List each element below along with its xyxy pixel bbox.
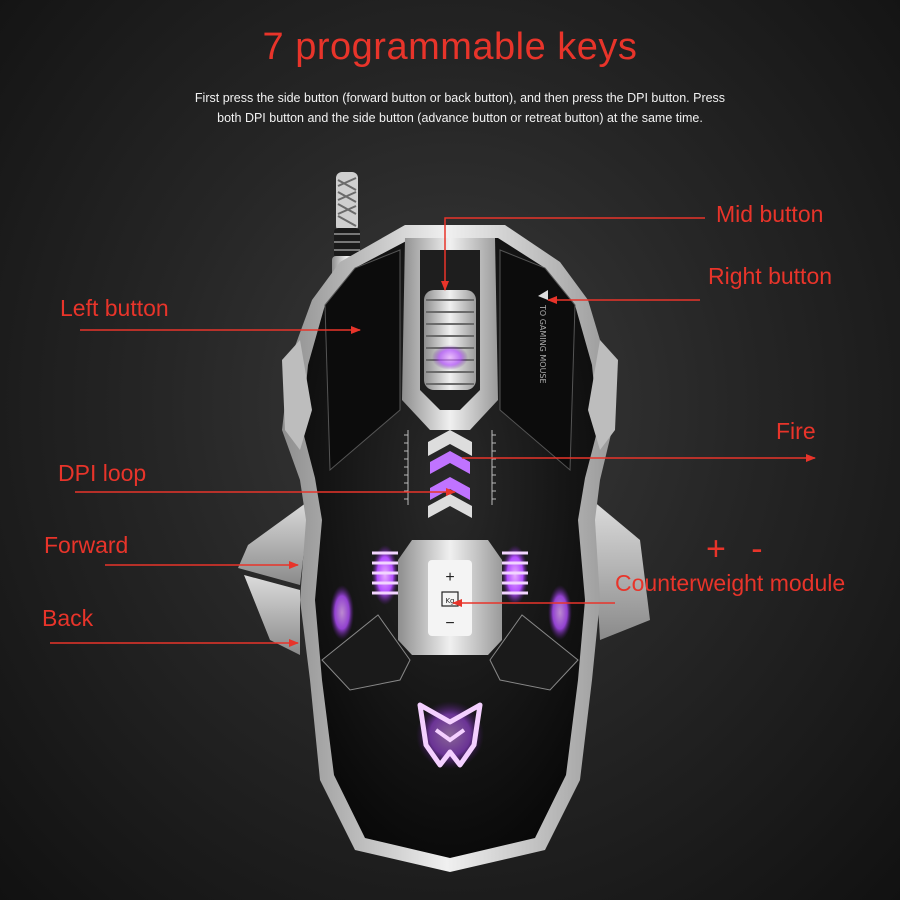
spring-left: [372, 545, 398, 605]
label-mid-button: Mid button: [716, 201, 824, 227]
annotation-lines: [50, 217, 816, 647]
label-forward: Forward: [44, 532, 129, 558]
weight-icon: Kg: [445, 597, 454, 605]
counterweight-module: + Kg −: [398, 540, 502, 655]
side-wing-right: [592, 500, 650, 640]
label-dpi-loop: DPI loop: [58, 460, 147, 486]
brand-logo: [416, 701, 484, 769]
spring-right: [502, 545, 528, 605]
label-fire: Fire: [776, 418, 816, 444]
mouse-side-text: TO GAMING MOUSE: [538, 304, 547, 384]
instructions-text: First press the side button (forward but…: [194, 91, 726, 125]
label-plus-minus: + -: [706, 530, 771, 568]
weight-minus-glyph: −: [445, 615, 454, 632]
label-left-button: Left button: [60, 295, 169, 321]
side-wing-left: [238, 500, 310, 655]
label-right-button: Right button: [708, 263, 833, 289]
mid-button-pointer: [441, 217, 705, 291]
page-title: 7 programmable keys: [262, 26, 638, 68]
label-counterweight-module: Counterweight module: [615, 570, 846, 596]
weight-plus-glyph: +: [445, 569, 454, 586]
label-back: Back: [42, 605, 94, 631]
scroll-wheel: [424, 290, 476, 390]
